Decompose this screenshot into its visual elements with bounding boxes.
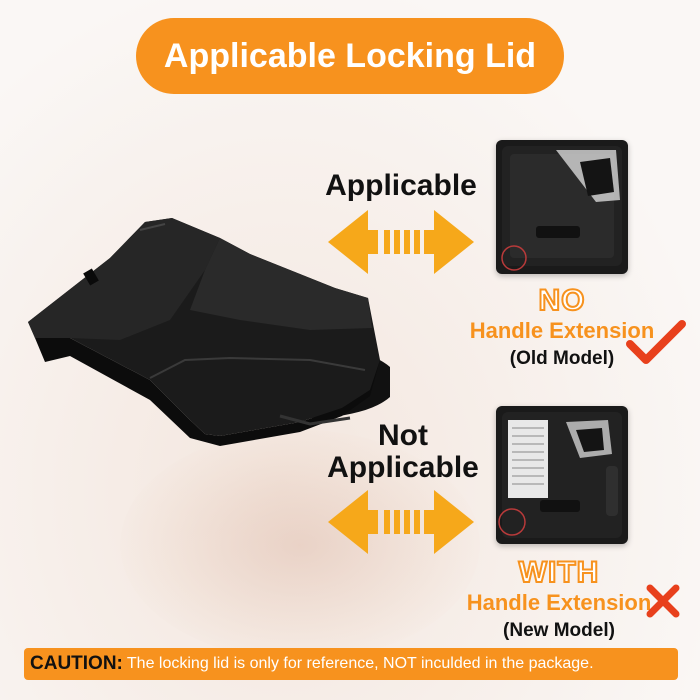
double-arrow-icon <box>328 210 474 274</box>
double-arrow-icon <box>328 490 474 554</box>
caution-tag: CAUTION: <box>30 653 123 674</box>
page-title: Applicable Locking Lid <box>163 36 537 75</box>
title-banner: Applicable Locking Lid <box>136 18 564 94</box>
no-word: NO <box>538 283 586 318</box>
new-model-label: WITH Handle Extension (New Model) <box>454 555 664 642</box>
locking-lid-image <box>28 218 390 446</box>
old-model-photo <box>496 140 628 274</box>
applicable-label: Applicable <box>325 169 477 202</box>
cross-mark-icon <box>646 584 680 618</box>
handle-extension-label: Handle Extension <box>469 318 655 343</box>
new-model-paren: (New Model) <box>503 620 615 641</box>
handle-extension-label: Handle Extension <box>466 590 652 615</box>
check-mark-icon <box>626 320 686 364</box>
old-model-label: NO Handle Extension (Old Model) <box>462 283 662 370</box>
caution-bar: CAUTION: The locking lid is only for ref… <box>24 648 678 680</box>
new-model-photo <box>496 406 628 544</box>
not-applicable-label: Not Applicable <box>327 419 479 484</box>
caution-text: The locking lid is only for reference, N… <box>126 655 594 672</box>
with-word: WITH <box>518 555 600 590</box>
background-food-blur <box>120 430 480 660</box>
old-model-paren: (Old Model) <box>509 348 615 369</box>
